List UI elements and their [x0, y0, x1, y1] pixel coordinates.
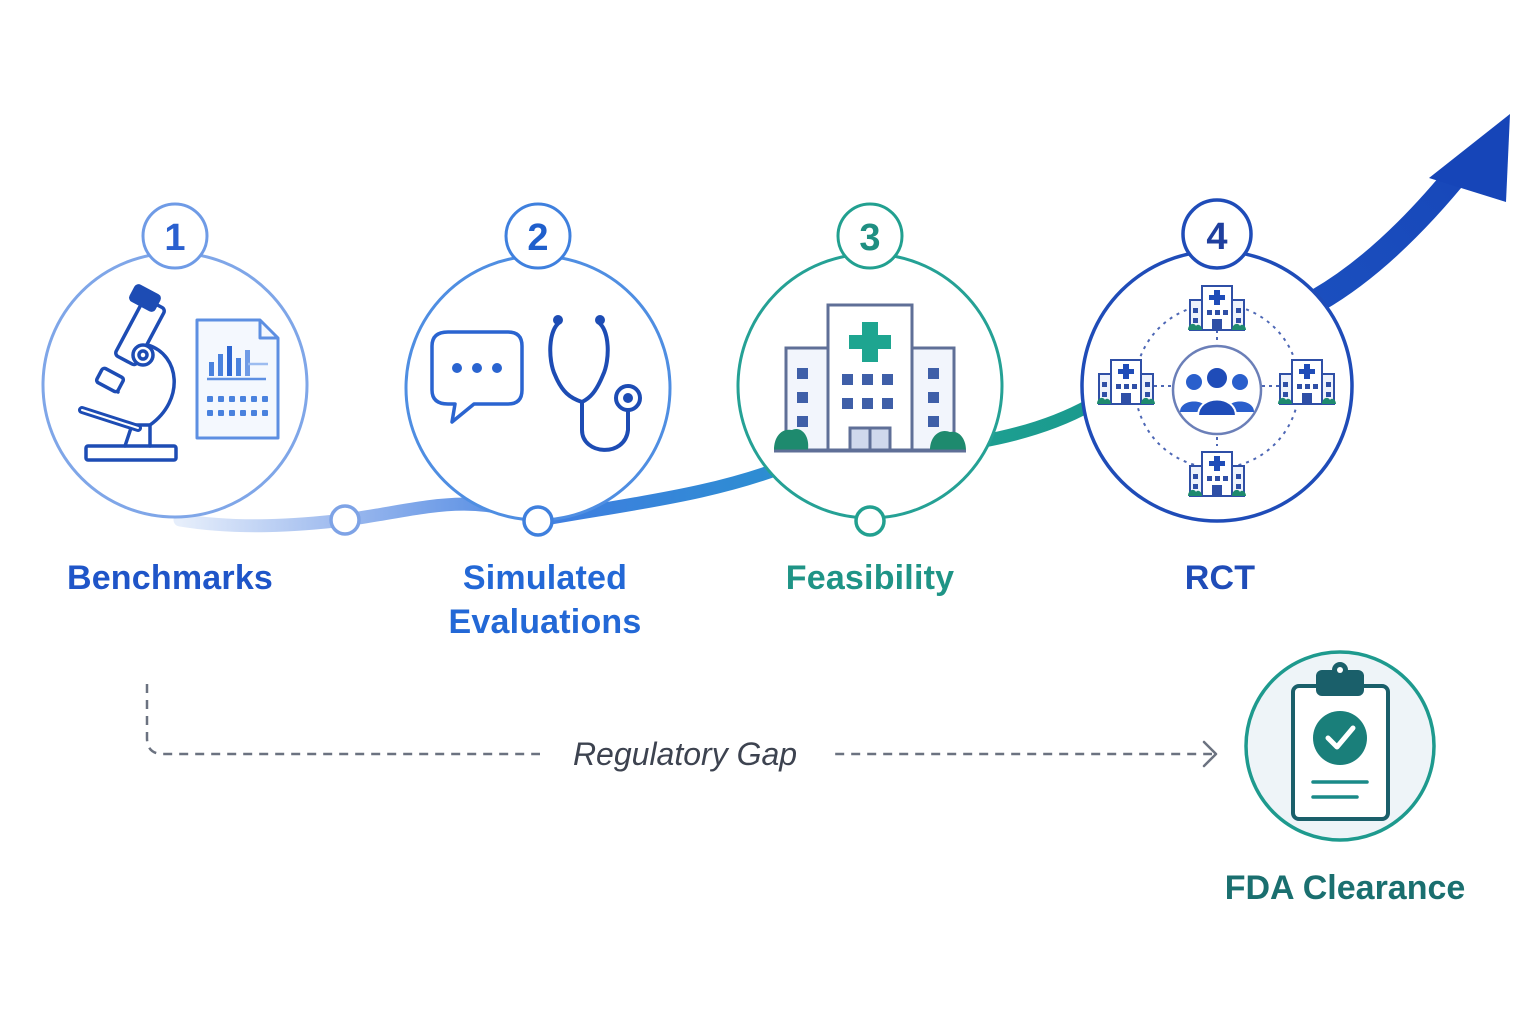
stage-2-label-line-2: Evaluations — [448, 603, 642, 641]
stage-1-badge — [141, 202, 209, 270]
network-hospital-left — [1097, 359, 1155, 405]
growth-arrow-head — [1429, 114, 1510, 202]
report-chart-icon — [195, 318, 280, 440]
hospital-network-icon — [1097, 285, 1336, 497]
network-hospital-right — [1278, 359, 1336, 405]
fda-clearance-node — [1244, 650, 1436, 842]
stage-2-badge — [504, 202, 572, 270]
fda-clearance-label: FDA Clearance — [1224, 869, 1466, 907]
stethoscope-icon — [548, 315, 642, 452]
network-hospital-bottom — [1188, 451, 1246, 497]
microscope-icon — [78, 284, 178, 462]
path-node-2 — [522, 505, 554, 537]
path-node-3 — [854, 505, 886, 537]
stage-2-label-line-1: Simulated — [462, 559, 628, 597]
stage-4: 4 — [1080, 198, 1354, 523]
path-node-1 — [329, 504, 361, 536]
regulatory-gap-line — [145, 684, 1212, 756]
clipboard-check-icon — [1291, 662, 1390, 821]
hospital-icon — [774, 303, 966, 453]
people-group-icon — [1171, 344, 1263, 436]
stage-4-label: RCT — [1090, 556, 1350, 600]
stage-1: 1 — [41, 202, 309, 519]
stage-4-badge — [1181, 198, 1253, 270]
stage-3-badge — [836, 202, 904, 270]
stage-3-label: Feasibility — [740, 556, 1000, 600]
regulatory-gap-label: Regulatory Gap — [540, 732, 830, 776]
network-hospital-top — [1188, 285, 1246, 331]
stage-2-label: Simulated Evaluations — [400, 556, 690, 644]
growth-arrow-shaft — [1311, 160, 1472, 311]
stage-3: 3 — [736, 202, 1004, 520]
regulatory-gap-arrowhead — [1202, 740, 1218, 768]
stage-2: 2 — [404, 202, 672, 522]
stage-3-number: 3 — [859, 217, 880, 259]
stage-2-number: 2 — [527, 217, 548, 259]
chat-bubble-icon — [430, 330, 524, 424]
stage-1-number: 1 — [164, 217, 185, 259]
stage-1-label-line-1: Benchmarks — [66, 559, 274, 597]
stage-4-number: 4 — [1206, 216, 1227, 258]
stage-4-label-line-1: RCT — [1184, 559, 1256, 597]
stage-1-label: Benchmarks — [40, 556, 300, 600]
stage-3-label-line-1: Feasibility — [785, 559, 955, 597]
